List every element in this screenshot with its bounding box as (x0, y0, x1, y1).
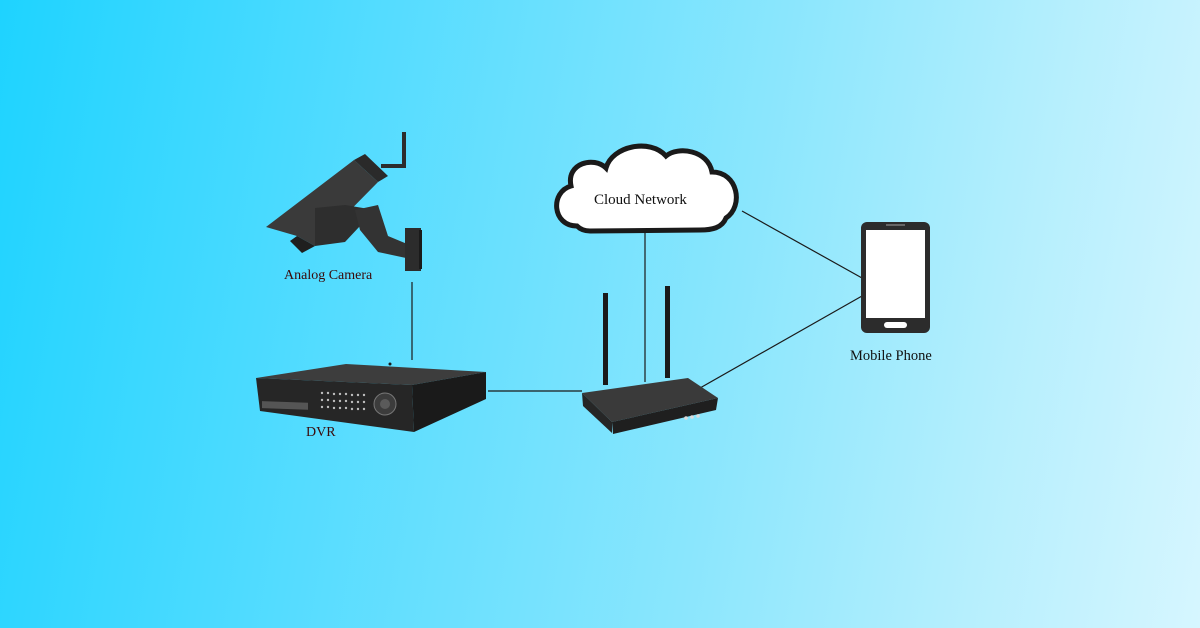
connection-lines (411, 210, 863, 392)
dvr-recorder-icon (256, 362, 486, 432)
link-cloud-phone (741, 210, 863, 279)
mobile-phone-label: Mobile Phone (850, 348, 932, 364)
link-router-phone (699, 295, 863, 389)
cloud-network-label: Cloud Network (594, 192, 687, 208)
cloud-icon (554, 143, 739, 234)
smartphone-icon (861, 222, 930, 333)
wifi-router-icon (582, 286, 718, 434)
dvr-label: DVR (306, 425, 336, 440)
analog-camera-label: Analog Camera (284, 268, 373, 283)
cctv-camera-icon (266, 132, 422, 271)
